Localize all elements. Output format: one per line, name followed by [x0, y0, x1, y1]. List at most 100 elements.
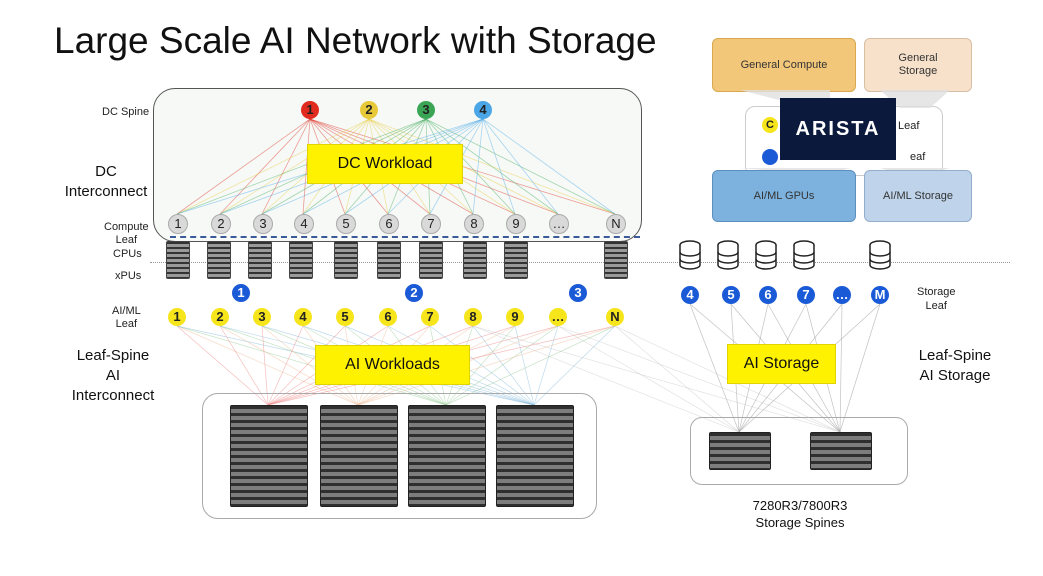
- storage-leaf-text: Storage Leaf: [917, 286, 956, 312]
- aiml-leaf-node: 2: [211, 308, 229, 326]
- ai-spine-panel: [202, 393, 597, 519]
- inset-leaf-text-2: eaf: [910, 151, 926, 163]
- server-icon: [463, 241, 487, 279]
- aiml-gpus-box: AI/ML GPUs: [712, 170, 856, 222]
- storage-disk-icon: [755, 240, 777, 270]
- compute-leaf-label: Compute Leaf: [104, 221, 149, 247]
- xpus-label: xPUs: [115, 270, 142, 282]
- aiml-leaf-node: 4: [294, 308, 312, 326]
- storage-leaf-label: Storage Leaf: [917, 285, 956, 313]
- dc-spine-label: DC Spine: [102, 106, 150, 118]
- storage-disk-icon: [717, 240, 739, 270]
- connection-line: [267, 325, 346, 406]
- aiml-leaf-node: 9: [506, 308, 524, 326]
- general-storage-text: General Storage: [898, 52, 938, 77]
- connection-line: [425, 118, 616, 215]
- connection-line: [219, 118, 370, 215]
- leaf-spine-storage-label: Leaf-Spine AI Storage: [900, 346, 1010, 386]
- server-icon: [419, 241, 443, 279]
- connection-line: [445, 325, 559, 406]
- inset-node-c: C: [762, 117, 778, 133]
- ai-spine-chassis-2: [320, 405, 398, 507]
- server-icon: [289, 241, 313, 279]
- spine-node: 3: [417, 101, 435, 119]
- compute-leaf-node: 7: [421, 214, 441, 234]
- storage-spine-panel: [690, 417, 908, 485]
- general-compute-text: General Compute: [740, 59, 828, 71]
- general-compute-box: General Compute: [712, 38, 856, 92]
- cpus-label: CPUs: [113, 248, 142, 260]
- storage-spines-label: 7280R3/7800R3 Storage Spines: [720, 497, 880, 531]
- connection-line: [219, 118, 311, 215]
- connection-line: [425, 118, 559, 215]
- connection-line: [429, 325, 535, 406]
- connection-line: [482, 118, 616, 215]
- spine-node: 4: [474, 101, 492, 119]
- connection-line: [219, 325, 269, 406]
- ai-spine-chassis-3: [408, 405, 486, 507]
- connection-line: [533, 325, 616, 406]
- connection-line: [839, 303, 881, 433]
- ai-group-node: 1: [232, 284, 250, 302]
- connection-line: [425, 118, 516, 215]
- compute-leaf-node: 8: [464, 214, 484, 234]
- aiml-storage-text: AI/ML Storage: [883, 190, 953, 202]
- connection-line: [219, 325, 359, 406]
- aiml-leaf-text: AI/ML Leaf: [112, 305, 141, 330]
- compute-leaf-node: 1: [168, 214, 188, 234]
- spine-node: 1: [301, 101, 319, 119]
- storage-leaf-node: M: [871, 286, 889, 304]
- arista-logo-text: ARISTA: [795, 118, 881, 140]
- dc-interconnect-label: DC Interconnect: [56, 162, 156, 202]
- ai-group-node: 3: [569, 284, 587, 302]
- server-icon: [248, 241, 272, 279]
- arista-logo: ARISTA: [780, 98, 896, 160]
- compute-leaf-text: Compute Leaf: [104, 221, 149, 246]
- connection-line: [689, 303, 740, 433]
- connection-line: [261, 325, 269, 406]
- inset-leaf-text-1: Leaf: [898, 120, 920, 132]
- connection-line: [445, 325, 516, 406]
- aiml-leaf-node: 3: [253, 308, 271, 326]
- general-storage-box: General Storage: [864, 38, 972, 92]
- storage-spine-chassis-2: [810, 432, 872, 470]
- connection-line: [267, 325, 304, 406]
- storage-disk-icon: [793, 240, 815, 270]
- aiml-leaf-node: …: [549, 308, 567, 326]
- connection-line: [176, 118, 427, 215]
- connection-line: [614, 325, 740, 433]
- compute-leaf-node: 5: [336, 214, 356, 234]
- spine-node: 2: [360, 101, 378, 119]
- connection-line: [176, 325, 269, 406]
- aiml-leaf-node: 7: [421, 308, 439, 326]
- ai-workloads-box: AI Workloads: [315, 345, 470, 385]
- storage-leaf-node: …: [833, 286, 851, 304]
- compute-leaf-node: 2: [211, 214, 231, 234]
- connection-line: [176, 118, 370, 215]
- connection-line: [472, 325, 841, 433]
- connection-line: [482, 118, 516, 215]
- connection-line: [472, 118, 484, 215]
- aiml-leaf-node: 6: [379, 308, 397, 326]
- ai-group-node: 2: [405, 284, 423, 302]
- connection-line: [839, 303, 843, 433]
- compute-leaf-node: N: [606, 214, 626, 234]
- connection-line: [261, 118, 311, 215]
- server-icon: [166, 241, 190, 279]
- connection-line: [368, 118, 616, 215]
- leaf-spine-storage-text: Leaf-Spine AI Storage: [918, 347, 992, 384]
- leaf-spine-ai-text: Leaf-Spine AI Interconnect: [71, 347, 155, 404]
- storage-leaf-node: 5: [722, 286, 740, 304]
- aiml-storage-box: AI/ML Storage: [864, 170, 972, 222]
- connection-line: [176, 118, 311, 215]
- aiml-leaf-node: 5: [336, 308, 354, 326]
- connection-line: [368, 118, 559, 215]
- aiml-gpus-text: AI/ML GPUs: [753, 190, 815, 202]
- dc-interconnect-text: DC Interconnect: [64, 163, 148, 200]
- ai-spine-chassis-4: [496, 405, 574, 507]
- page-title: Large Scale AI Network with Storage: [54, 20, 657, 61]
- connection-line: [472, 325, 535, 406]
- separator-xpus: [150, 262, 1010, 263]
- storage-disk-icon: [869, 240, 891, 270]
- compute-leaf-node: 6: [379, 214, 399, 234]
